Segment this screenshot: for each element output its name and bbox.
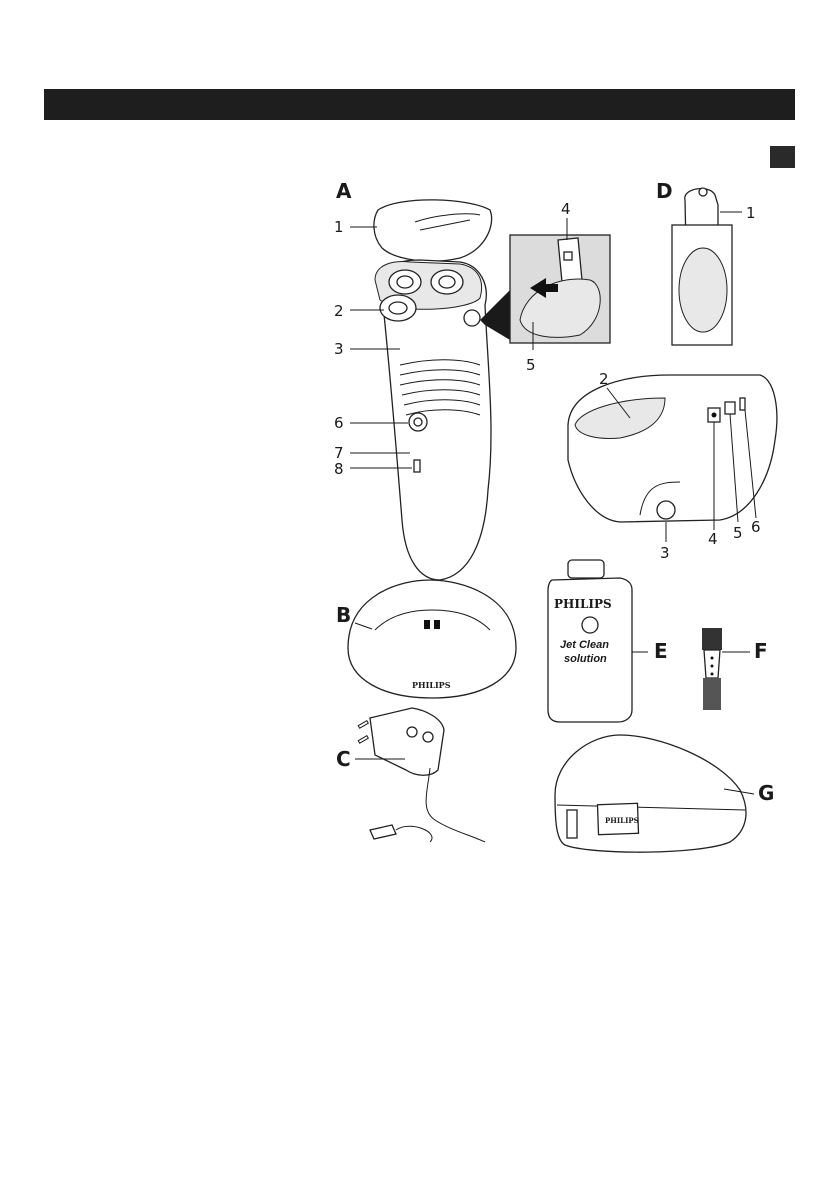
header-bar bbox=[44, 89, 795, 120]
case-brand: PHILIPS bbox=[605, 816, 639, 825]
callout-d-5: 5 bbox=[733, 524, 743, 542]
callout-d-1: 1 bbox=[746, 204, 756, 222]
group-label-g: G bbox=[758, 781, 774, 805]
group-label-e: E bbox=[654, 639, 668, 663]
callout-d-2: 2 bbox=[599, 370, 609, 388]
cleaning-fluid-bottle: PHILIPS Jet Clean solution bbox=[548, 560, 632, 722]
callout-d-3: 3 bbox=[660, 544, 670, 562]
cleaning-brush bbox=[702, 628, 722, 710]
language-tab bbox=[770, 146, 795, 168]
product-overview-figure: A 1 2 3 6 7 8 bbox=[320, 170, 800, 860]
callout-a-3: 3 bbox=[334, 340, 344, 358]
callout-a-1: 1 bbox=[334, 218, 344, 236]
callout-a-5: 5 bbox=[526, 356, 536, 374]
callout-d-4: 4 bbox=[708, 530, 718, 548]
callout-a-2: 2 bbox=[334, 302, 344, 320]
bottle-brand: PHILIPS bbox=[554, 597, 612, 611]
group-label-b: B bbox=[336, 603, 351, 627]
travel-pouch: PHILIPS bbox=[555, 735, 746, 852]
group-label-f: F bbox=[754, 639, 768, 663]
group-label-d: D bbox=[656, 179, 673, 203]
group-label-c: C bbox=[336, 747, 351, 771]
stand-b-brand: PHILIPS bbox=[412, 680, 451, 690]
bottle-line-2: solution bbox=[564, 653, 607, 665]
callout-d-6: 6 bbox=[751, 518, 761, 536]
bottle-line-1: Jet Clean bbox=[560, 639, 609, 651]
protection-cap bbox=[374, 200, 492, 261]
detail-inset bbox=[480, 235, 610, 343]
group-label-a: A bbox=[336, 179, 352, 203]
charging-stand: PHILIPS bbox=[348, 580, 516, 698]
power-adapter bbox=[358, 708, 485, 842]
callout-a-8: 8 bbox=[334, 460, 344, 478]
shaver-body bbox=[375, 260, 491, 580]
callout-a-6: 6 bbox=[334, 414, 344, 432]
callout-a-4: 4 bbox=[561, 200, 571, 218]
